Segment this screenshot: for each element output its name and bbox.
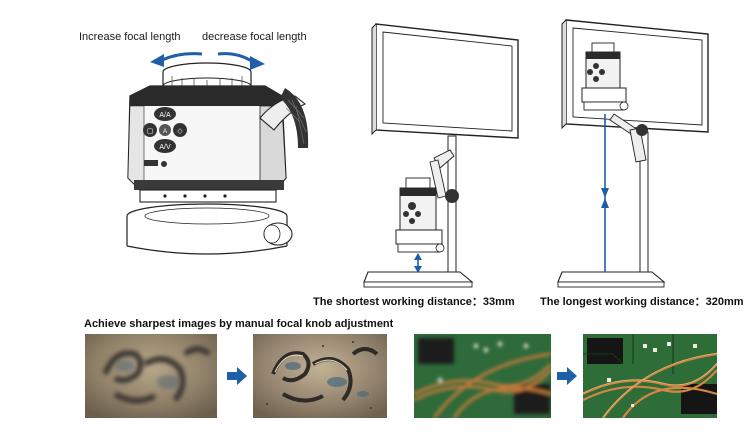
btn-middle-glyph: A — [163, 129, 167, 135]
achieve-sharpest-label: Achieve sharpest images by manual focal … — [84, 318, 394, 330]
arrow-right-icon — [557, 367, 577, 385]
short-distance-arrow-icon — [414, 253, 422, 273]
longest-distance-diagram — [557, 19, 709, 288]
btn-right-glyph: ◇ — [177, 128, 183, 135]
camera-head-diagram: A/A ▢ ◇ A A/V — [126, 52, 309, 255]
long-distance-arrow-icon — [601, 114, 609, 272]
coin-blurry-photo — [85, 334, 217, 418]
longest-distance-label: The longest working distance：320mm — [540, 296, 744, 308]
rotate-right-arrow-icon — [217, 52, 265, 70]
arrow-right-icon — [227, 367, 247, 385]
decrease-focal-label: decrease focal length — [202, 31, 307, 43]
btn-left-glyph: ▢ — [147, 128, 154, 135]
shortest-distance-diagram — [363, 23, 519, 288]
pcb-sharp-photo — [583, 334, 717, 418]
shortest-distance-label: The shortest working distance：33mm — [313, 296, 515, 308]
coin-sharp-photo — [253, 334, 387, 418]
increase-focal-label: Increase focal length — [79, 31, 181, 43]
btn-top-glyph: A/A — [159, 112, 171, 119]
btn-bottom-glyph: A/V — [159, 144, 171, 151]
rotate-left-arrow-icon — [150, 52, 203, 67]
camera-button-panel — [143, 107, 187, 153]
pcb-blurry-photo — [414, 334, 551, 418]
